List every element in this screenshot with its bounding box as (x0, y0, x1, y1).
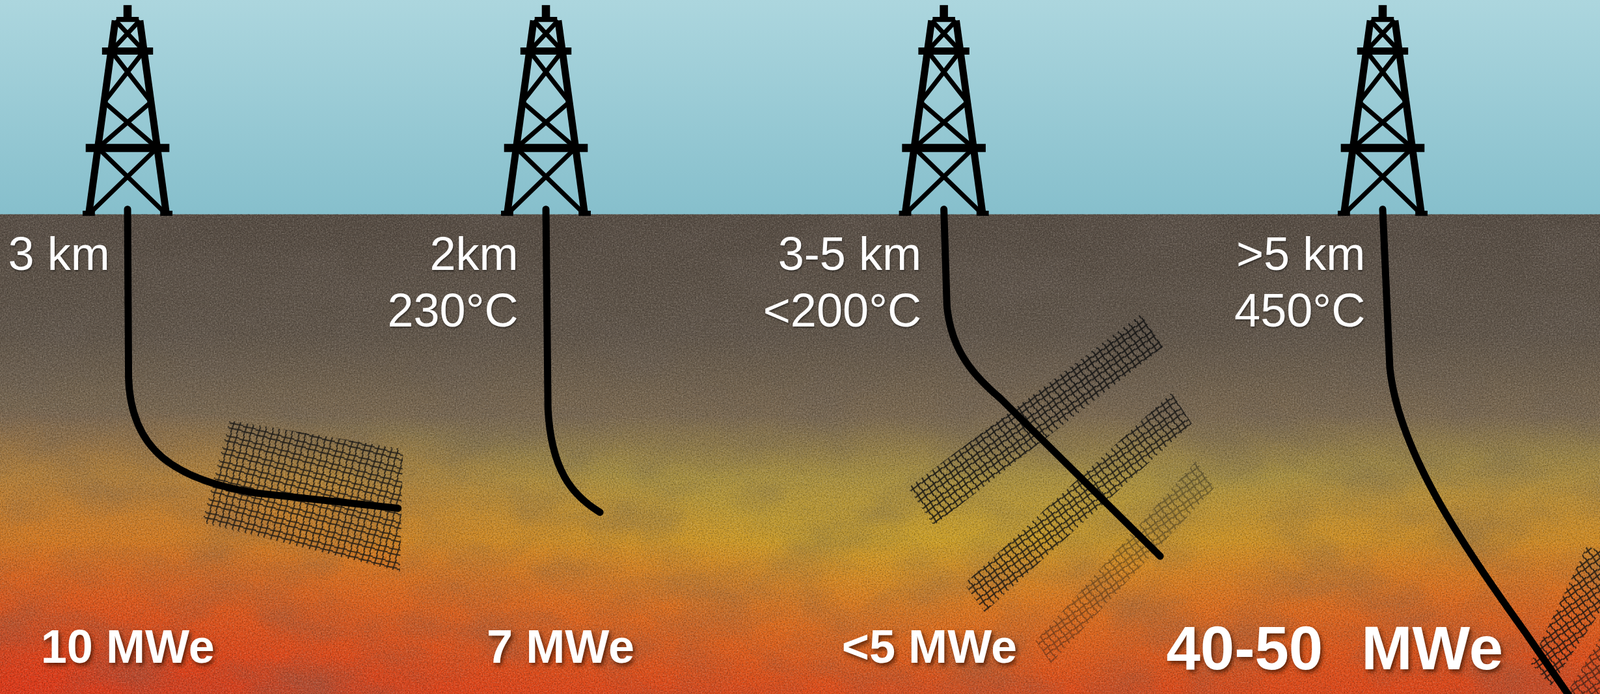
depth-label: 3-5 km (778, 230, 922, 278)
temperature-label: 230°C (387, 286, 518, 334)
power-output-label: <5 MWe (841, 623, 1017, 671)
temperature-label: <200°C (763, 286, 922, 334)
power-output-label: 10 MWe (40, 623, 215, 671)
sky (0, 0, 1600, 216)
depth-label: 3 km (8, 230, 110, 278)
depth-label: 2km (429, 230, 518, 278)
power-output-label: 7 MWe (486, 623, 635, 671)
ground (0, 214, 1600, 694)
power-output-label: 40-50 MWe (1166, 618, 1503, 680)
wellbores (127, 209, 1572, 694)
temperature-label: 450°C (1234, 286, 1366, 334)
derricks (82, 5, 1428, 215)
depth-label: >5 km (1236, 230, 1366, 278)
